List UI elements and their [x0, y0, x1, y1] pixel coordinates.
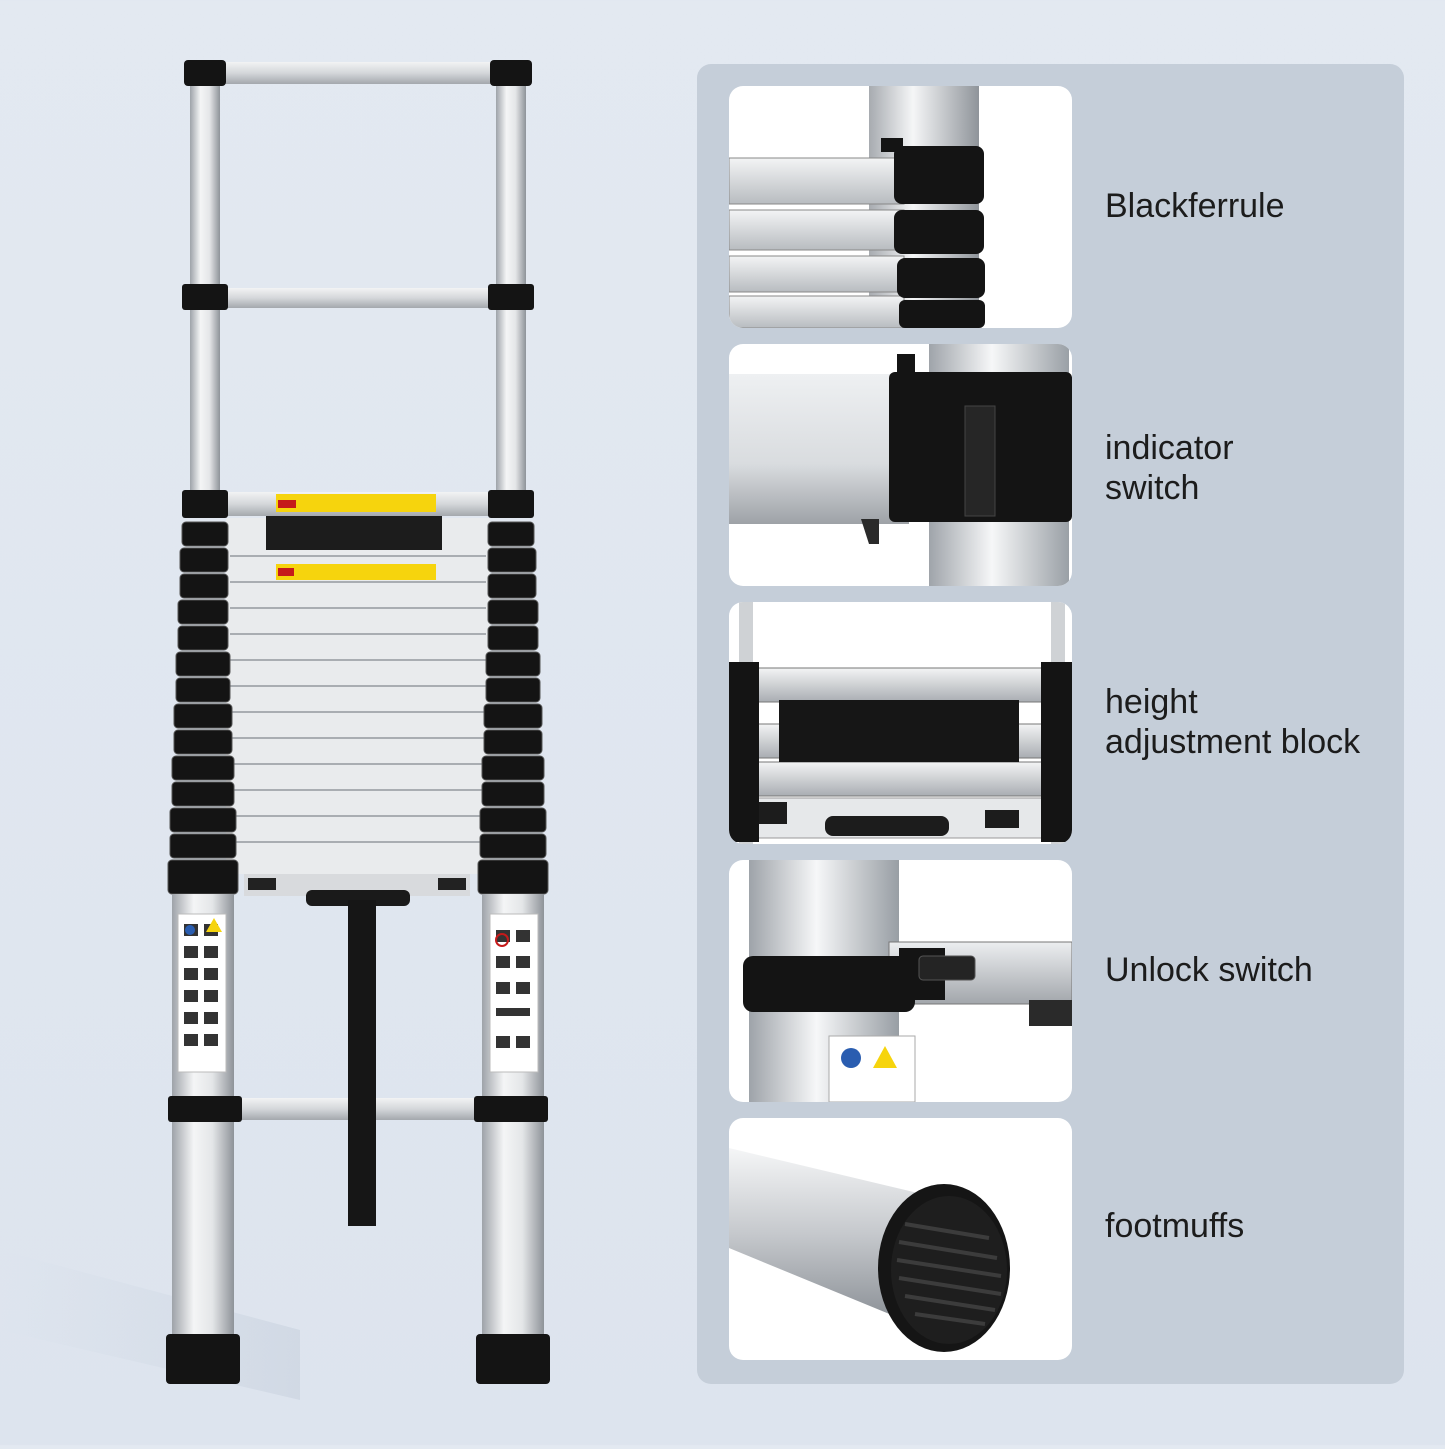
feature-label-ferrule: Blackferrule [1105, 187, 1285, 225]
feature-label-unlock-switch: Unlock switch [1105, 951, 1313, 989]
telescopic-ladder-icon [0, 60, 550, 1400]
feature-image-footmuffs [729, 1118, 1072, 1360]
adjustment-block-closeup-icon [729, 602, 1072, 844]
feature-label-footmuffs: footmuffs [1105, 1207, 1245, 1245]
feature-image-indicator-switch [729, 344, 1072, 586]
feature-image-adjustment-block [729, 602, 1072, 844]
unlock-switch-closeup-icon [743, 860, 1072, 1102]
footmuff-closeup-icon [729, 1148, 1010, 1352]
ladder-product-image [0, 0, 690, 1445]
indicator-switch-closeup-icon [729, 344, 1072, 586]
feature-image-ferrule [729, 86, 1072, 328]
feature-image-unlock-switch [729, 860, 1072, 1102]
feature-label-adjustment-block: height adjustment block [1105, 683, 1361, 761]
features-panel: Blackferrule indicator switch [697, 64, 1404, 1384]
feature-label-indicator-switch: indicator switch [1105, 429, 1234, 507]
ferrule-closeup-icon [729, 86, 985, 328]
